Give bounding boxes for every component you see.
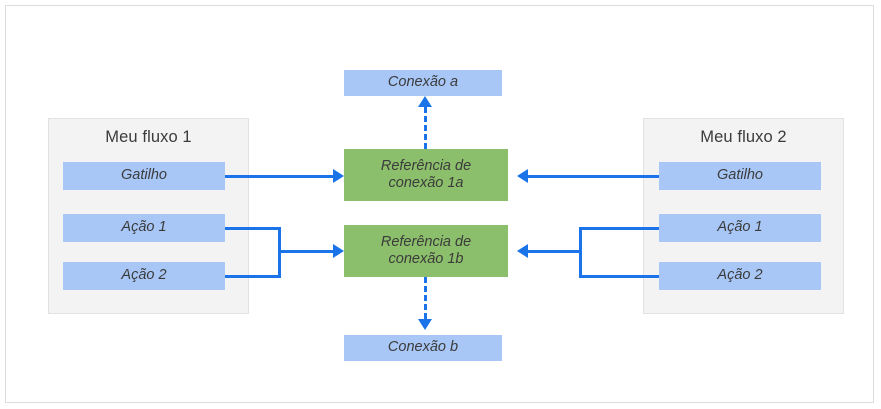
connection-reference-1b-label: Referência de conexão 1b	[381, 234, 471, 268]
connection-reference-1a[interactable]: Referência de conexão 1a	[344, 149, 508, 201]
edge-right-trigger-to-ref1a-arrowhead	[517, 169, 528, 183]
flow-right-step-action-2-label: Ação 2	[717, 267, 763, 284]
flow-right-step-action-2[interactable]: Ação 2	[659, 262, 821, 290]
flow-left-title: Meu fluxo 1	[105, 128, 192, 146]
edge-right-actions-to-ref1b	[528, 249, 582, 253]
flow-right-step-action-1[interactable]: Ação 1	[659, 214, 821, 242]
edge-ref1a-to-connection-a	[424, 107, 427, 149]
connection-reference-1b-line1: Referência de	[380, 233, 472, 250]
connection-b-label: Conexão b	[387, 339, 459, 356]
edge-left-actions-to-ref1b-arrowhead	[333, 244, 344, 258]
connection-a[interactable]: Conexão a	[344, 70, 502, 96]
edge-right-trigger-to-ref1a	[528, 174, 659, 178]
flow-left-step-action-1-label: Ação 1	[121, 219, 167, 236]
edge-right-action2-segment	[579, 274, 659, 278]
flow-left-step-action-1[interactable]: Ação 1	[63, 214, 225, 242]
edge-left-trigger-to-ref1a-arrowhead	[333, 169, 344, 183]
flow-left-step-trigger[interactable]: Gatilho	[63, 162, 225, 190]
connection-b[interactable]: Conexão b	[344, 335, 502, 361]
connection-reference-1a-label: Referência de conexão 1a	[381, 158, 471, 192]
connection-reference-1a-line2: conexão 1a	[388, 175, 464, 191]
connection-a-label: Conexão a	[387, 74, 459, 91]
edge-left-action1-segment	[225, 226, 281, 230]
edge-left-actions-to-ref1b	[278, 249, 335, 253]
flow-left-step-action-2[interactable]: Ação 2	[63, 262, 225, 290]
connection-reference-1b-line2: conexão 1b	[388, 251, 464, 267]
flow-left-step-trigger-label: Gatilho	[121, 167, 167, 184]
flow-right-step-trigger[interactable]: Gatilho	[659, 162, 821, 190]
connection-reference-1a-line1: Referência de	[380, 157, 472, 174]
edge-ref1b-to-connection-b-arrowhead	[418, 319, 432, 330]
flow-left-step-action-2-label: Ação 2	[121, 267, 167, 284]
edge-left-action2-segment	[225, 274, 281, 278]
flow-right-step-action-1-label: Ação 1	[717, 219, 763, 236]
edge-left-trigger-to-ref1a	[225, 174, 335, 178]
flow-right-step-trigger-label: Gatilho	[717, 167, 763, 184]
edge-right-actions-to-ref1b-arrowhead	[517, 244, 528, 258]
diagram-frame: Meu fluxo 1 Gatilho Ação 1 Ação 2 Meu fl…	[5, 5, 874, 403]
edge-right-action1-segment	[579, 226, 659, 230]
edge-ref1b-to-connection-b	[424, 277, 427, 319]
flow-right-title: Meu fluxo 2	[700, 128, 787, 146]
connection-reference-1b[interactable]: Referência de conexão 1b	[344, 225, 508, 277]
edge-ref1a-to-connection-a-arrowhead	[418, 96, 432, 107]
